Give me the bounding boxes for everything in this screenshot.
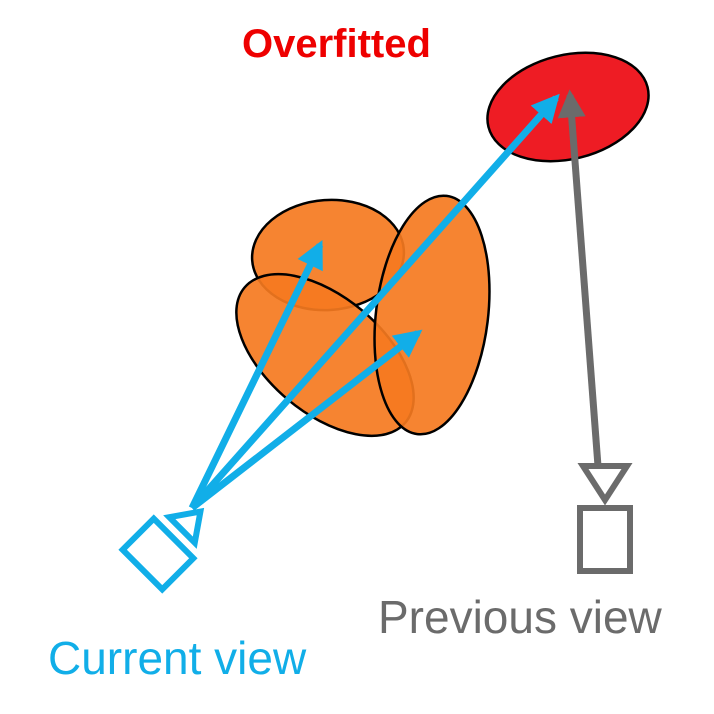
overfitted-label: Overfitted	[242, 22, 431, 66]
previous-view-ray	[557, 89, 602, 467]
current-view-ray-long	[189, 93, 560, 511]
current-view-label: Current view	[48, 632, 307, 684]
previous-camera-icon	[577, 463, 633, 574]
current-camera-icon	[118, 507, 205, 594]
previous-view-label: Previous view	[378, 591, 662, 643]
current-view-ray-middle	[189, 329, 423, 511]
current-view-ray-top	[188, 239, 324, 510]
gaussian-ellipse-right	[373, 194, 491, 436]
